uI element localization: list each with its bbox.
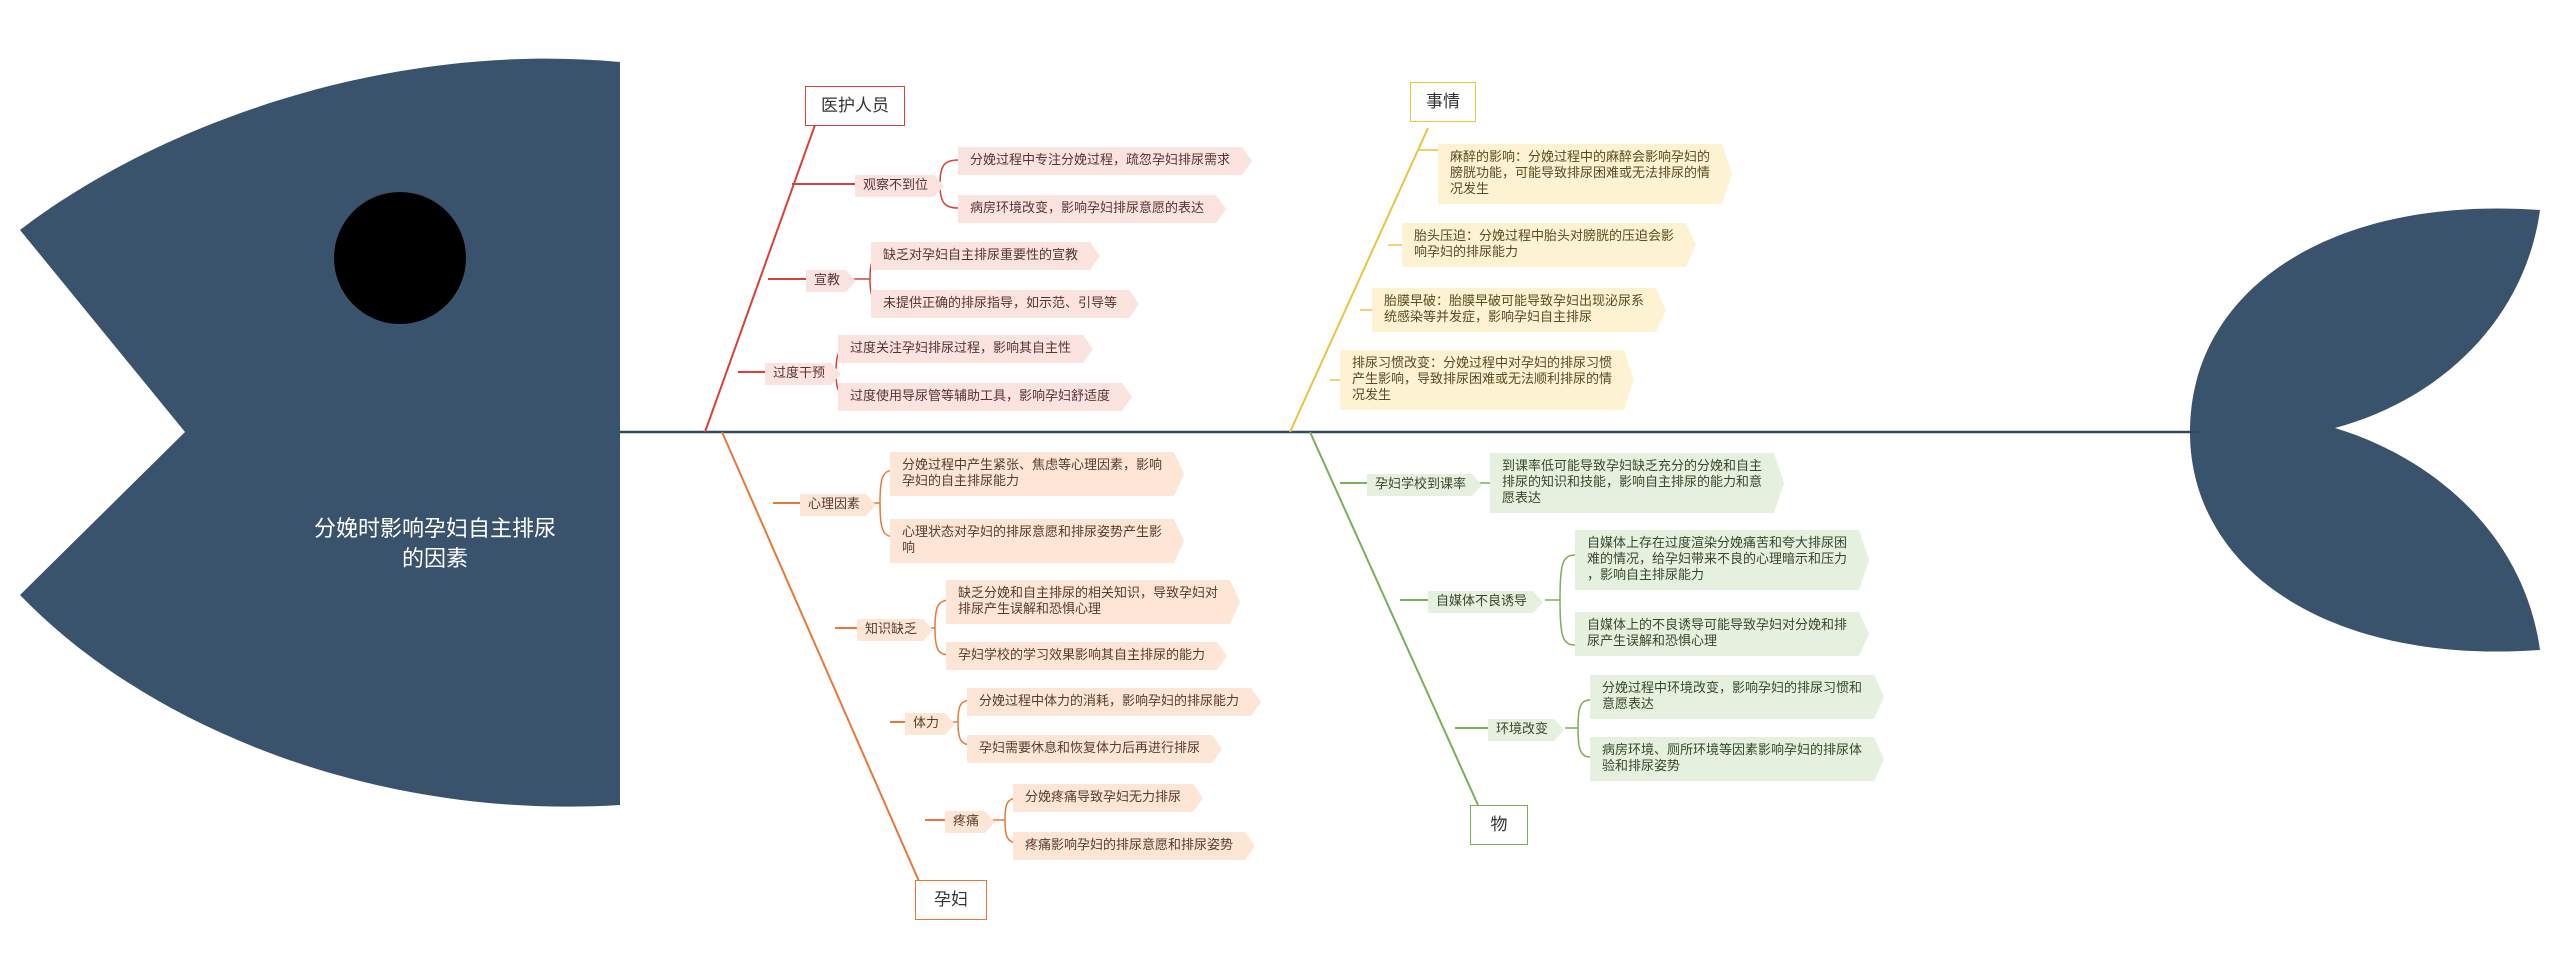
sub-strength[interactable]: 体力 xyxy=(905,713,955,735)
sub-observe[interactable]: 观察不到位 xyxy=(855,175,944,197)
leaf-environment-1[interactable]: 分娩过程中环境改变，影响孕妇的排尿习惯和 意愿表达 xyxy=(1590,675,1884,719)
leaf-environment-2[interactable]: 病房环境、厕所环境等因素影响孕妇的排尿体 验和排尿姿势 xyxy=(1590,737,1884,781)
fish-head xyxy=(20,58,620,807)
leaf-events-2[interactable]: 胎头压迫：分娩过程中胎头对膀胱的压迫会影 响孕妇的排尿能力 xyxy=(1402,223,1696,267)
sub-psych[interactable]: 心理因素 xyxy=(800,494,876,516)
leaf-media-1[interactable]: 自媒体上存在过度渲染分娩痛苦和夸大排尿困 难的情况，给孕妇带来不良的心理暗示和压… xyxy=(1575,530,1869,590)
category-medical[interactable]: 医护人员 xyxy=(805,86,905,126)
sub-school[interactable]: 孕妇学校到课率 xyxy=(1367,474,1482,496)
leaf-education-1[interactable]: 缺乏对孕妇自主排尿重要性的宣教 xyxy=(871,242,1100,270)
sub-pain[interactable]: 疼痛 xyxy=(945,811,995,833)
leaf-strength-1[interactable]: 分娩过程中体力的消耗，影响孕妇的排尿能力 xyxy=(967,688,1261,716)
leaf-intervention-1[interactable]: 过度关注孕妇排尿过程，影响其自主性 xyxy=(838,335,1093,363)
fish-tail xyxy=(2190,208,2540,652)
leaf-education-2[interactable]: 未提供正确的排尿指导，如示范、引导等 xyxy=(871,290,1139,318)
branch-events xyxy=(1289,127,1438,433)
sub-environment[interactable]: 环境改变 xyxy=(1488,719,1564,741)
leaf-school-1[interactable]: 到课率低可能导致孕妇缺乏充分的分娩和自主 排尿的知识和技能，影响自主排尿的能力和… xyxy=(1490,453,1784,513)
leaf-pain-2[interactable]: 疼痛影响孕妇的排尿意愿和排尿姿势 xyxy=(1013,832,1255,860)
leaf-pain-1[interactable]: 分娩疼痛导致孕妇无力排尿 xyxy=(1013,784,1203,812)
leaf-psych-1[interactable]: 分娩过程中产生紧张、焦虑等心理因素，影响 孕妇的自主排尿能力 xyxy=(890,452,1184,496)
sub-intervention[interactable]: 过度干预 xyxy=(765,363,841,385)
leaf-events-3[interactable]: 胎膜早破：胎膜早破可能导致孕妇出现泌尿系 统感染等并发症，影响孕妇自主排尿 xyxy=(1372,288,1666,332)
leaf-events-1[interactable]: 麻醉的影响：分娩过程中的麻醉会影响孕妇的 膀胱功能，可能导致排尿困难或无法排尿的… xyxy=(1438,144,1732,204)
leaf-psych-2[interactable]: 心理状态对孕妇的排尿意愿和排尿姿势产生影 响 xyxy=(890,519,1184,563)
leaf-events-4[interactable]: 排尿习惯改变：分娩过程中对孕妇的排尿习惯 产生影响，导致排尿困难或无法顺利排尿的… xyxy=(1340,350,1634,410)
category-events[interactable]: 事情 xyxy=(1410,82,1476,122)
branch-pregnant xyxy=(721,431,1019,896)
leaf-knowledge-2[interactable]: 孕妇学校的学习效果影响其自主排尿的能力 xyxy=(946,642,1227,670)
sub-media[interactable]: 自媒体不良诱导 xyxy=(1428,591,1543,613)
leaf-observe-1[interactable]: 分娩过程中专注分娩过程，疏忽孕妇排尿需求 xyxy=(958,147,1252,175)
sub-education[interactable]: 宣教 xyxy=(806,270,856,292)
category-pregnant[interactable]: 孕妇 xyxy=(915,880,987,920)
diagram-title: 分娩时影响孕妇自主排尿 的因素 xyxy=(313,517,556,572)
leaf-media-2[interactable]: 自媒体上的不良诱导可能导致孕妇对分娩和排 尿产生误解和恐惧心理 xyxy=(1575,612,1869,656)
category-things[interactable]: 物 xyxy=(1470,805,1528,845)
leaf-knowledge-1[interactable]: 缺乏分娩和自主排尿的相关知识，导致孕妇对 排尿产生误解和恐惧心理 xyxy=(946,580,1240,624)
fish-eye xyxy=(334,192,466,324)
leaf-intervention-2[interactable]: 过度使用导尿管等辅助工具，影响孕妇舒适度 xyxy=(838,383,1132,411)
leaf-strength-2[interactable]: 孕妇需要休息和恢复体力后再进行排尿 xyxy=(967,735,1222,763)
sub-knowledge[interactable]: 知识缺乏 xyxy=(857,619,933,641)
leaf-observe-2[interactable]: 病房环境改变，影响孕妇排尿意愿的表达 xyxy=(958,195,1226,223)
